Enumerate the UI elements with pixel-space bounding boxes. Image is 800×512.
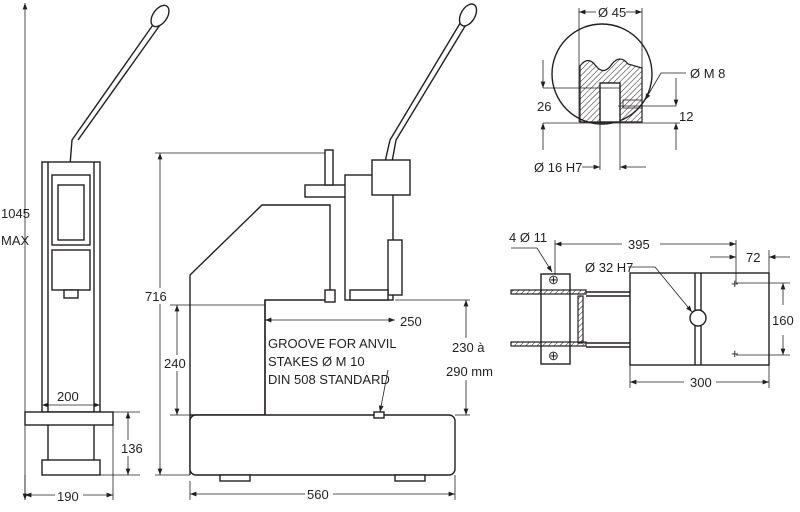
- plan-view: ⊕ ⊕ + + 4 Ø 11 395 72 Ø 32 H7 160 300: [509, 230, 794, 390]
- holes-label: 4 Ø 11: [509, 230, 547, 245]
- groove-note-line1: GROOVE FOR ANVIL: [268, 336, 397, 351]
- central-bore: [689, 309, 707, 327]
- front-view: 716 240 250 230 à 290 mm GROOVE FOR ANVI…: [144, 3, 493, 502]
- svg-text:+: +: [731, 276, 739, 291]
- ram-housing: [344, 174, 394, 301]
- knob-detail: Ø 45 26 12 Ø M 8 Ø 16 H7: [534, 5, 725, 175]
- svg-text:+: +: [731, 346, 739, 361]
- knob-depth-label: 26: [537, 99, 551, 114]
- side-base-plate: [24, 411, 114, 426]
- height-dimension: 1045: [1, 206, 30, 221]
- thread-label: Ø M 8: [690, 66, 725, 81]
- height-note: MAX: [1, 233, 30, 248]
- side-foot: [41, 459, 101, 476]
- hole-spacing-label: 160: [772, 313, 794, 328]
- groove-note-line3: DIN 508 STANDARD: [268, 372, 390, 387]
- thread-depth-label: 12: [679, 109, 693, 124]
- side-handle: [69, 21, 156, 166]
- svg-text:⊕: ⊕: [548, 348, 559, 363]
- bore-label: Ø 16 H7: [534, 160, 582, 175]
- front-handle: [384, 19, 463, 163]
- anvil-groove: [373, 411, 385, 419]
- edge-offset-label: 72: [746, 250, 760, 265]
- base-length-dimension: 560: [307, 487, 329, 502]
- stroke-range-line1: 230 à: [452, 340, 485, 355]
- column-width-dimension: 200: [57, 389, 79, 404]
- svg-text:⊕: ⊕: [548, 272, 559, 287]
- front-knob: [458, 3, 478, 27]
- base-width-dimension: 190: [57, 489, 79, 504]
- total-height-dimension: 716: [145, 289, 167, 304]
- groove-note-line2: STAKES Ø M 10: [268, 354, 365, 369]
- throat-depth-dimension: 250: [400, 314, 422, 329]
- side-view: 1045 MAX 200 136 190: [0, 3, 170, 504]
- base-height-dimension: 136: [121, 441, 143, 456]
- plate-width-label: 300: [690, 375, 712, 390]
- knob-diameter-label: Ø 45: [598, 5, 626, 20]
- stroke-range-line2: 290 mm: [446, 364, 493, 379]
- hole-distance-label: 395: [628, 237, 650, 252]
- plan-bore-label: Ø 32 H7: [585, 260, 633, 275]
- side-knob: [150, 4, 170, 28]
- throat-height-dimension: 240: [164, 356, 186, 371]
- press-base: [189, 414, 456, 476]
